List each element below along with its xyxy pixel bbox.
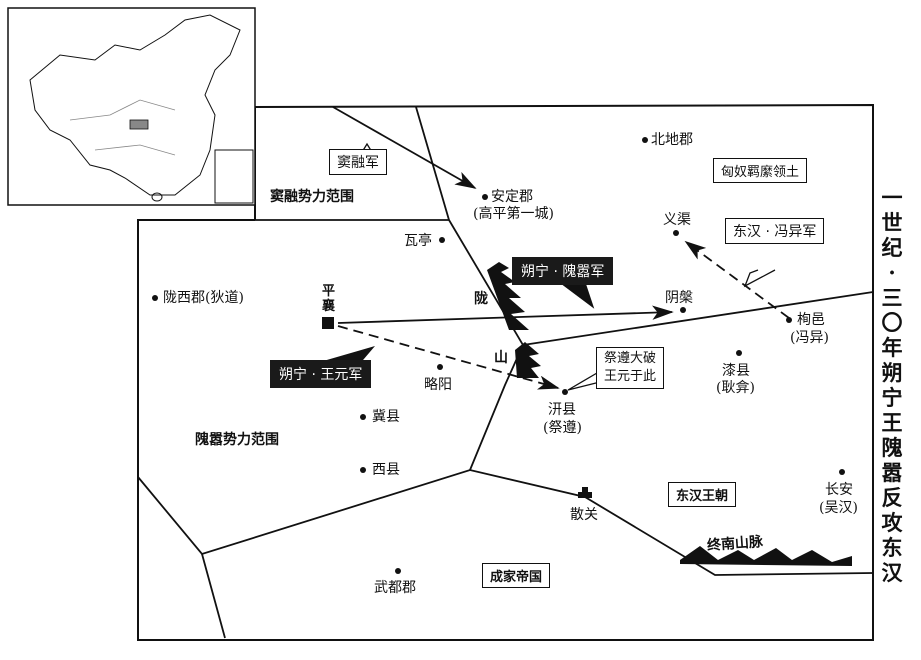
annotation-line-1: 祭遵大破 [604, 351, 657, 366]
region-xiongnu: 匈奴羁縻领土 [713, 158, 808, 183]
place-changan: 长安 [825, 482, 853, 498]
place-jixian: 冀县 [372, 409, 400, 425]
army-routes [332, 106, 790, 390]
place-pingxiang: 平襄 [322, 284, 336, 314]
place-anding: 安定郡 [491, 189, 533, 205]
place-xunyi: 栒邑 [797, 312, 825, 328]
army-wangyuan-label: 朔宁 · 王元军 [270, 360, 372, 388]
region-weixiao: 隗嚣势力范围 [195, 432, 279, 448]
mountain-long-char2: 山 [494, 350, 508, 366]
place-qixian-note: (耿弇) [716, 380, 755, 396]
zhongnan-mountains-icon [680, 546, 852, 566]
place-xixian: 西县 [372, 462, 400, 478]
place-anding-note: (高平第一城) [473, 206, 554, 222]
highlight-region [129, 119, 149, 130]
place-beidi: 北地郡 [651, 132, 693, 148]
place-longxi: 陇西郡(狄道) [163, 290, 244, 306]
place-xunyi-note: (冯异) [790, 330, 829, 346]
army-weixiao-label: 朔宁 · 隗嚣军 [512, 257, 614, 285]
battle-annotation: 祭遵大破 王元于此 [596, 347, 665, 389]
longshan-mountains-icon [487, 262, 541, 378]
place-sanguan: 散关 [570, 507, 598, 523]
pingxiang-capital-icon [322, 317, 334, 329]
place-yinpan: 阴槃 [665, 290, 693, 306]
place-yiqu: 义渠 [663, 212, 691, 228]
inset-china-locator-map [7, 7, 256, 206]
region-eastern-han: 东汉王朝 [668, 482, 737, 507]
boundary-lines [137, 106, 874, 639]
place-wating: 瓦亭 [404, 233, 432, 249]
place-wudu: 武都郡 [374, 580, 416, 596]
place-lueyang: 略阳 [424, 377, 452, 393]
army-fengyi-label: 东汉 · 冯异军 [725, 218, 825, 244]
city-dots [152, 137, 845, 574]
army-dourong-label: 窦融军 [329, 149, 387, 175]
sanguan-pass-icon [578, 487, 592, 498]
region-chengjia: 成家帝国 [482, 563, 551, 588]
mountain-long-char1: 陇 [474, 291, 488, 307]
region-dourong: 窦融势力范围 [270, 189, 354, 205]
place-changan-note: (吴汉) [819, 500, 858, 516]
map-title: 一世纪·三〇年 朔宁王隗嚣反攻东汉 [881, 185, 903, 585]
place-qianxian-note: (祭遵) [543, 420, 582, 436]
place-qixian: 漆县 [722, 363, 750, 379]
place-qianxian: 汧县 [548, 402, 576, 418]
annotation-line-2: 王元于此 [604, 369, 657, 384]
